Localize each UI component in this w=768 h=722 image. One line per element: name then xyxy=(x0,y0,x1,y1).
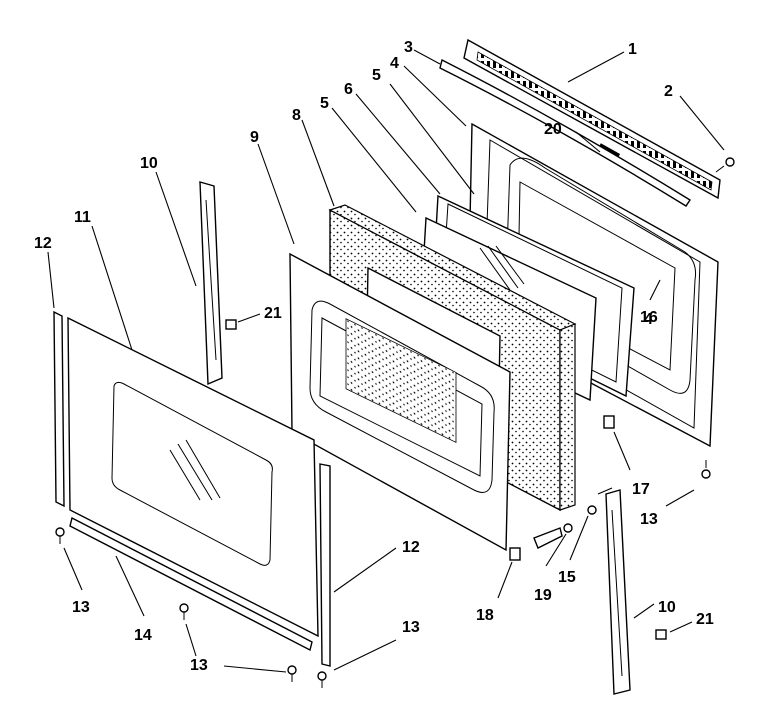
callout-4-right: 4 xyxy=(644,311,653,328)
callout-14: 14 xyxy=(134,627,152,644)
callout-20: 20 xyxy=(544,121,562,138)
callout-2: 2 xyxy=(664,83,673,100)
clip-upper xyxy=(225,319,237,330)
callout-12-right: 12 xyxy=(402,539,420,556)
callout-15: 15 xyxy=(558,569,576,586)
bottom-trim xyxy=(69,516,313,652)
hinge-arm-19 xyxy=(533,523,573,549)
callout-16: 16 xyxy=(640,309,658,326)
callout-numbers: 1 2 3 4 5 6 5 8 9 10 11 12 21 20 4 16 17… xyxy=(34,39,714,674)
callout-5-mid: 5 xyxy=(320,95,329,112)
callout-19: 19 xyxy=(534,587,552,604)
callout-3: 3 xyxy=(404,39,413,56)
callout-18: 18 xyxy=(476,607,494,624)
callout-13-right: 13 xyxy=(640,511,658,528)
callout-13-bottom: 13 xyxy=(190,657,208,674)
clip-lower xyxy=(655,629,667,640)
callout-10-right: 10 xyxy=(658,599,676,616)
callout-4-top: 4 xyxy=(390,55,399,72)
callout-17: 17 xyxy=(632,481,650,498)
hinge-plate-18 xyxy=(509,547,521,561)
screw-right-trim xyxy=(317,671,327,688)
screw-bottom-middle xyxy=(179,603,189,620)
leader-lines xyxy=(47,49,725,673)
callout-12-left: 12 xyxy=(34,235,52,252)
callout-9: 9 xyxy=(250,129,259,146)
callout-6: 6 xyxy=(344,81,353,98)
trim-strip xyxy=(439,58,691,207)
fastener-15 xyxy=(587,505,597,515)
screw-bottom-right xyxy=(287,665,297,682)
side-trim-left xyxy=(53,310,65,508)
callout-1: 1 xyxy=(628,41,637,58)
outer-door-panel xyxy=(289,252,511,552)
callout-8: 8 xyxy=(292,107,301,124)
callout-5-top: 5 xyxy=(372,67,381,84)
screw-top xyxy=(715,157,735,173)
callout-13-left: 13 xyxy=(72,599,90,616)
callout-10-left: 10 xyxy=(140,155,158,172)
callout-13-bottom-right: 13 xyxy=(402,619,420,636)
bracket-17 xyxy=(603,415,615,429)
outer-glass-panel xyxy=(67,316,319,638)
screw-left xyxy=(55,527,65,544)
side-trim-right xyxy=(319,463,331,667)
callout-21-upper: 21 xyxy=(264,305,282,322)
callout-11: 11 xyxy=(74,209,91,226)
hinge-channel-left xyxy=(199,181,223,386)
screw-lower-right xyxy=(701,460,711,479)
hinge-channel-right xyxy=(605,489,631,695)
callout-21-lower: 21 xyxy=(696,611,714,628)
